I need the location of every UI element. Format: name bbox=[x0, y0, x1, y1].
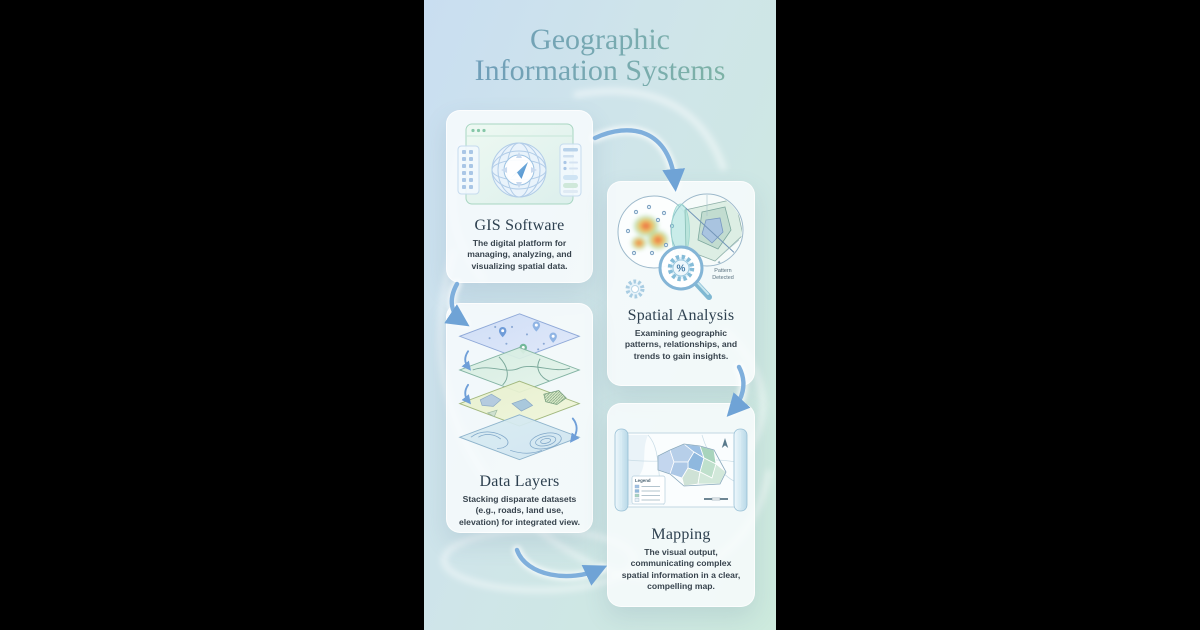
layer-sequence-arrows bbox=[461, 350, 580, 443]
gis-software-illustration bbox=[457, 123, 582, 205]
card-description: The visual output, communicating complex… bbox=[621, 547, 741, 592]
infographic-stage: Geographic Information Systems bbox=[424, 0, 776, 630]
page-title-line2: Information Systems bbox=[474, 54, 726, 88]
sparkle-icon: ✦ bbox=[717, 260, 721, 266]
card-title: Spatial Analysis bbox=[627, 307, 735, 324]
map-pin-icon bbox=[498, 321, 557, 355]
small-gear-icon bbox=[625, 279, 645, 299]
map-legend: Legend bbox=[631, 475, 666, 505]
left-toolbar-panel bbox=[457, 145, 480, 195]
card-description: The digital platform for managing, analy… bbox=[467, 238, 572, 271]
legend-title: Legend bbox=[635, 478, 651, 483]
north-arrow-icon bbox=[721, 438, 729, 448]
navigation-arrow-icon bbox=[511, 162, 528, 179]
card-gis-software: GIS Software The digital platform for ma… bbox=[446, 110, 593, 283]
page-title: Geographic Information Systems bbox=[424, 24, 776, 86]
spatial-analysis-illustration: % ✦ Pattern Detected bbox=[617, 193, 744, 300]
magnifier-icon: % bbox=[658, 245, 712, 300]
svg-text:Pattern: Pattern bbox=[714, 268, 731, 274]
layer-elevation bbox=[458, 414, 581, 461]
layer-points bbox=[458, 313, 581, 360]
data-layers-illustration bbox=[458, 313, 581, 461]
right-properties-panel bbox=[559, 143, 582, 197]
card-mapping: Legend bbox=[607, 403, 755, 607]
card-spatial-analysis: % ✦ Pattern Detected Spatial Analysis Ex… bbox=[607, 181, 755, 386]
percent-badge: % bbox=[677, 264, 686, 275]
choropleth-map bbox=[627, 434, 737, 506]
svg-text:Detected: Detected bbox=[712, 275, 734, 281]
scroll-roll-right bbox=[733, 428, 748, 512]
mapping-illustration: Legend bbox=[614, 428, 748, 512]
gear-icon bbox=[667, 254, 695, 282]
card-description: Stacking disparate datasets (e.g., roads… bbox=[459, 494, 580, 527]
card-title: GIS Software bbox=[474, 217, 565, 234]
card-title: Data Layers bbox=[479, 473, 560, 490]
scale-bar bbox=[704, 497, 728, 501]
compass-icon bbox=[501, 152, 537, 188]
page-title-line1: Geographic bbox=[530, 23, 670, 56]
layer-roads bbox=[458, 347, 581, 393]
card-title: Mapping bbox=[651, 526, 711, 543]
heatmap-blob bbox=[631, 215, 669, 250]
layer-landuse bbox=[458, 380, 581, 427]
scroll-roll-left bbox=[614, 428, 629, 512]
card-description: Examining geographic patterns, relations… bbox=[624, 328, 738, 361]
card-data-layers: Data Layers Stacking disparate datasets … bbox=[446, 303, 593, 533]
pattern-detected-callout: ✦ Pattern Detected bbox=[712, 260, 734, 281]
